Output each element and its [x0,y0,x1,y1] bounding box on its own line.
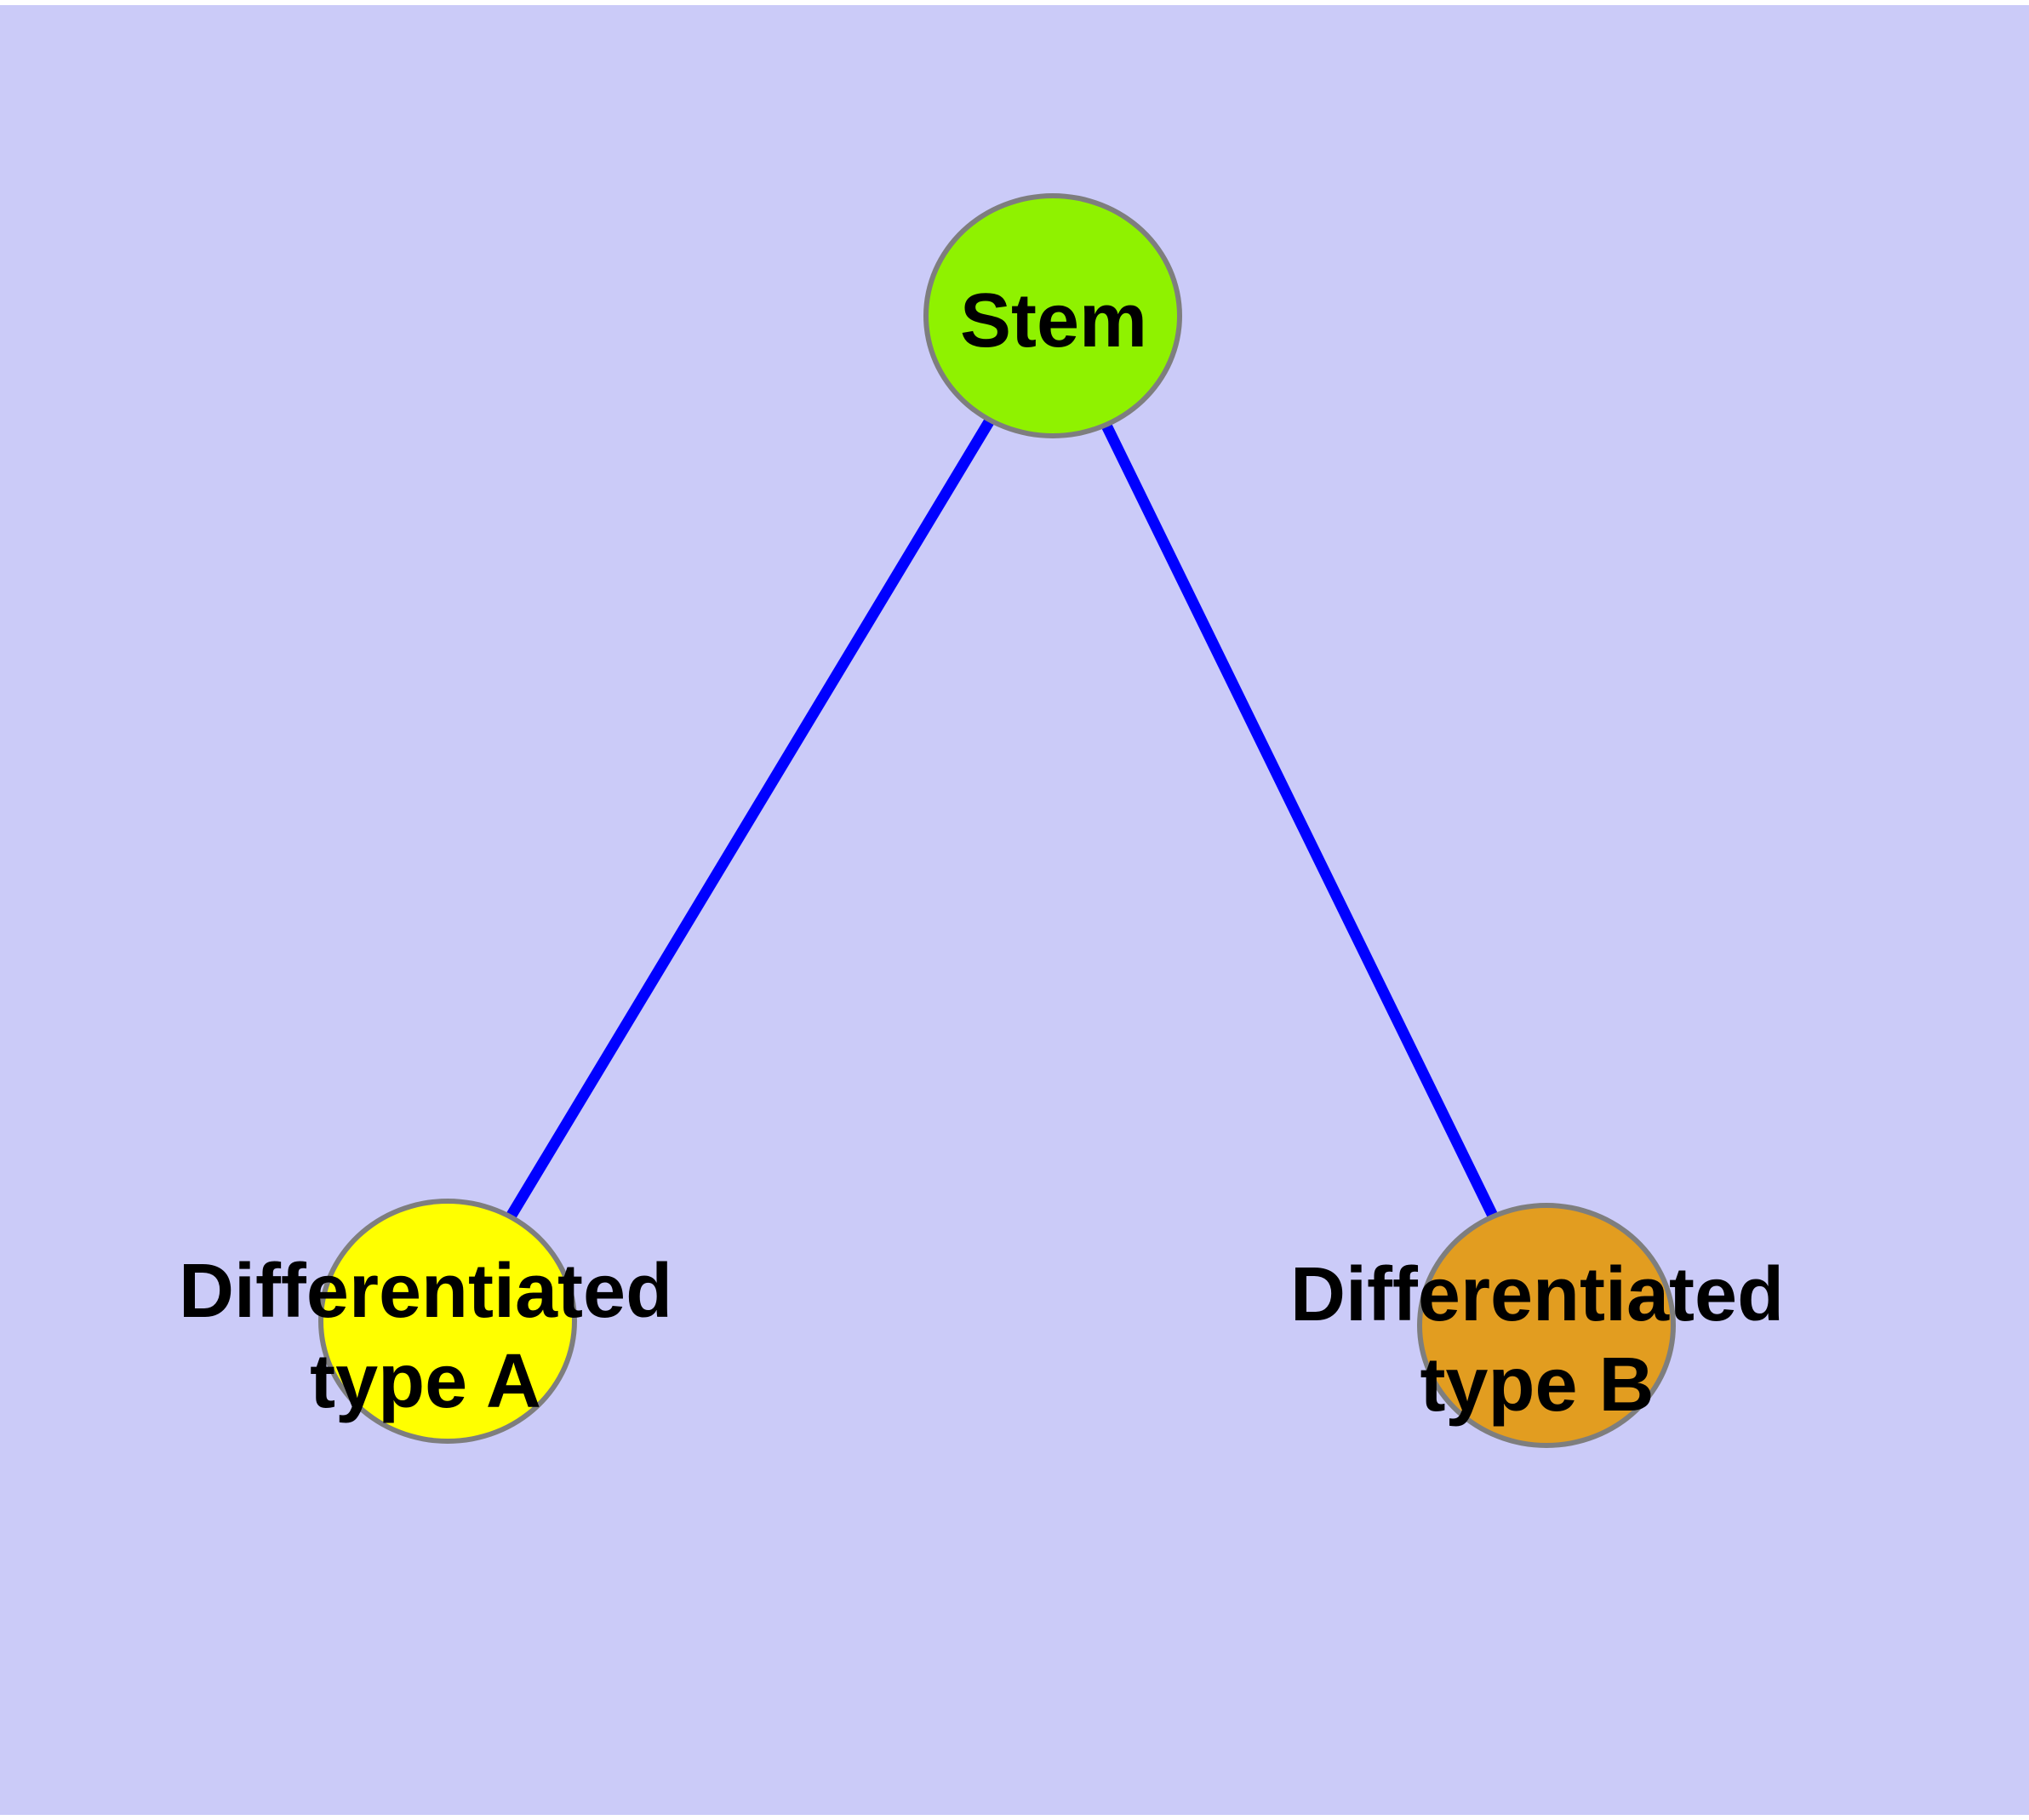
edge-stem-to-type-a [443,312,1058,1325]
node-stem [923,193,1182,438]
node-label-differentiated-type-a: Differentiated type A [179,1246,672,1427]
label-line-1: Differentiated [1289,1252,1785,1337]
label-line-2: type A [310,1339,541,1424]
node-differentiated-type-a [318,1199,577,1444]
node-label-stem: Stem [960,276,1147,366]
label-line-1: Stem [959,278,1148,363]
edge-stem-to-type-b [1048,313,1552,1328]
label-line-2: type B [1420,1342,1655,1428]
node-label-differentiated-type-b: Differentiated type B [1290,1250,1784,1430]
node-differentiated-type-b [1417,1203,1676,1448]
label-line-1: Differentiated [178,1249,673,1334]
